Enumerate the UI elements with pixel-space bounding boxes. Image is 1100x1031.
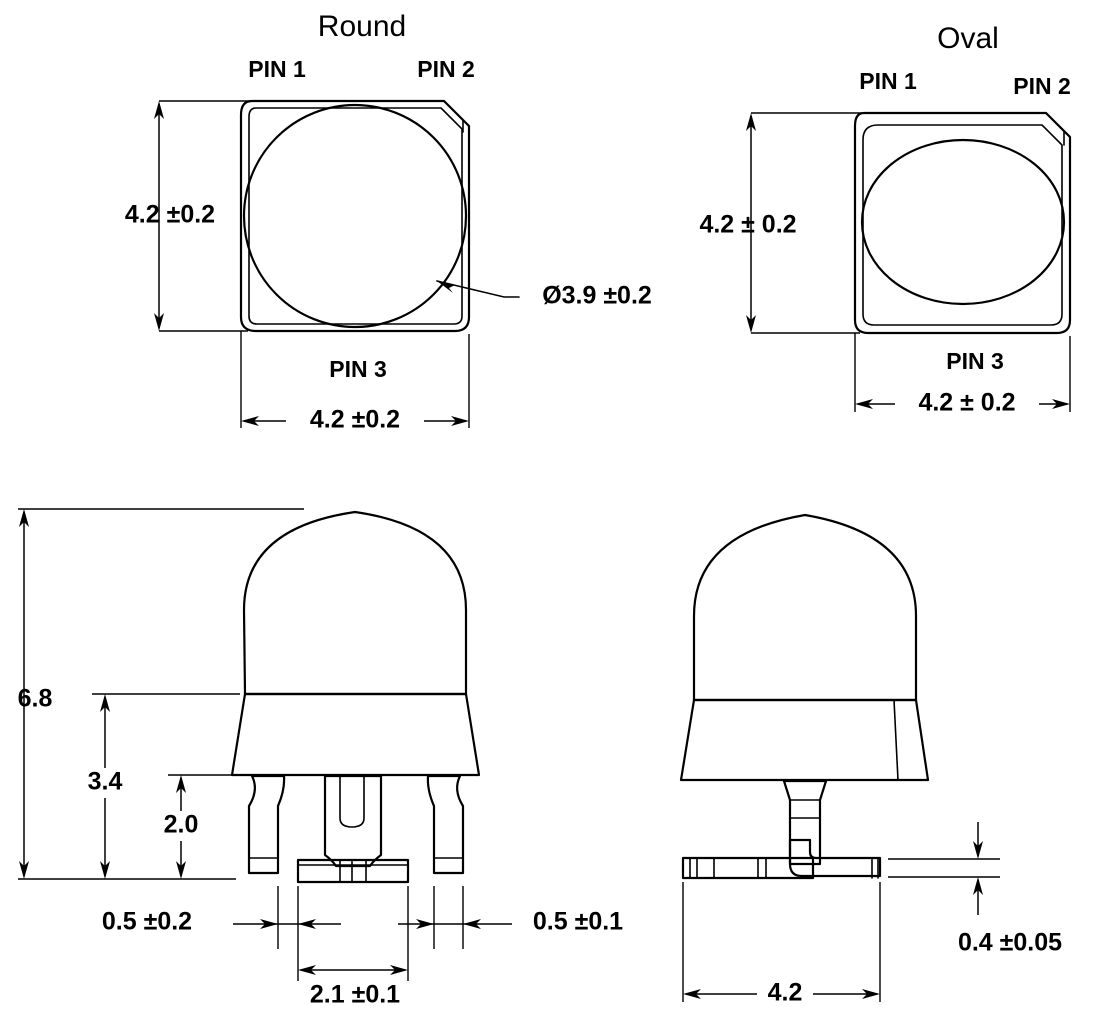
round-width-text-mask: [286, 406, 424, 436]
front-width-arrow-left-in: [260, 919, 278, 929]
right-base-flange-outline: [679, 698, 930, 782]
oval-pin2-label: PIN 2: [1013, 73, 1071, 99]
round-width-dimension-text: 4.2 ±0.2: [310, 406, 400, 434]
oval-width-dimension-text: 4.2 ± 0.2: [918, 389, 1015, 417]
front-lead-width-text: 0.5 ±0.1: [533, 908, 623, 936]
right-side-view: 0.4 ±0.05 4.2: [679, 513, 1062, 1009]
right-width-arrow-right: [862, 989, 880, 999]
right-thickness-arrow-top: [973, 841, 983, 859]
round-chamfer-notch-icon: [443, 100, 464, 133]
right-foot-bend-outline: [788, 838, 882, 878]
oval-body-outer-outline: [853, 111, 1072, 335]
oval-height-dimension-text: 4.2 ± 0.2: [699, 211, 796, 239]
oval-width-text-mask: [895, 389, 1039, 419]
round-body-inner-outline: [248, 107, 463, 325]
round-body-outer-outline: [239, 99, 471, 333]
front-lead-height-text: 2.0: [164, 811, 199, 839]
round-height-arrow-bottom: [154, 313, 164, 331]
oval-emitter-ellipse: [860, 138, 1066, 306]
front-base-flange-outline: [230, 692, 481, 777]
front-side-view: 6.8 3.4 2.0 0.5 ±0.2 0.5 ±0.1: [18, 508, 623, 1009]
right-base-width-text: 4.2: [768, 979, 803, 1007]
front-lead-arrow-bottom: [176, 861, 186, 879]
right-dome-body-outline: [692, 513, 918, 702]
front-lead-right-outline: [426, 774, 465, 875]
round-height-dimension-text: 4.2 ±0.2: [125, 201, 215, 229]
front-lead-center-outline: [323, 774, 383, 868]
front-pitch-arrow-right: [390, 965, 408, 975]
front-overall-arrow-bottom: [19, 861, 29, 879]
front-body-arrow-top: [100, 694, 110, 712]
round-pin1-label: PIN 1: [248, 56, 306, 82]
oval-view-title: Oval: [937, 22, 999, 55]
round-height-arrow-top: [154, 101, 164, 119]
front-lead-text-mask: [150, 811, 212, 841]
right-base-seam-line: [893, 699, 899, 781]
front-width-arrow-right-in: [416, 919, 434, 929]
right-thickness-arrow-bottom: [973, 877, 983, 895]
front-body-arrow-bottom: [100, 861, 110, 879]
front-pitch-text: 2.1 ±0.1: [310, 981, 400, 1009]
front-dome-body-outline: [242, 510, 468, 696]
round-diameter-callout-text: Ø3.9 ±0.2: [542, 282, 652, 310]
oval-top-view: Oval PIN 1 PIN 2 4.2 ± 0.2 4.2 ± 0.2 PIN…: [699, 22, 1072, 419]
front-body-height-text: 3.4: [88, 768, 123, 796]
oval-height-arrow-bottom: [746, 315, 756, 333]
right-width-text-mask: [757, 979, 813, 1009]
round-diameter-leader-arrow: [437, 281, 455, 293]
round-emitter-circle: [242, 103, 468, 329]
front-lead-center-slot: [339, 775, 365, 828]
front-overall-height-text: 6.8: [18, 685, 53, 713]
oval-height-arrow-top: [746, 113, 756, 131]
oval-pin1-label: PIN 1: [859, 68, 917, 94]
front-width-arrow-left-out: [298, 919, 316, 929]
right-lead-shoulder-line: [783, 780, 827, 801]
round-pin3-label: PIN 3: [329, 356, 387, 382]
oval-chamfer-notch-icon: [1045, 112, 1065, 146]
front-lead-arrow-top: [176, 775, 186, 793]
round-width-arrow-right: [451, 416, 469, 426]
right-width-arrow-left: [683, 989, 701, 999]
front-lead-thickness-text: 0.5 ±0.2: [102, 908, 192, 936]
round-diameter-leader-line: [436, 280, 520, 298]
front-width-arrow-right-out: [463, 919, 481, 929]
round-width-arrow-left: [241, 416, 259, 426]
front-body-text-mask: [74, 768, 136, 798]
round-pin2-label: PIN 2: [417, 56, 475, 82]
oval-body-inner-outline: [862, 124, 1063, 326]
front-foot-bar-outline: [296, 858, 410, 884]
right-foot-bar-outline: [681, 856, 815, 880]
front-overall-arrow-top: [19, 509, 29, 527]
front-lead-left-outline: [247, 774, 286, 875]
oval-width-arrow-left: [855, 399, 873, 409]
oval-width-arrow-right: [1052, 399, 1070, 409]
round-view-title: Round: [318, 10, 406, 43]
oval-pin3-label: PIN 3: [946, 348, 1004, 374]
round-top-view: Round PIN 1 PIN 2 4.2 ±0.2 4.2 ±0.2 PIN …: [125, 10, 652, 436]
right-foot-thickness-text: 0.4 ±0.05: [958, 929, 1062, 957]
front-pitch-arrow-left: [298, 965, 316, 975]
